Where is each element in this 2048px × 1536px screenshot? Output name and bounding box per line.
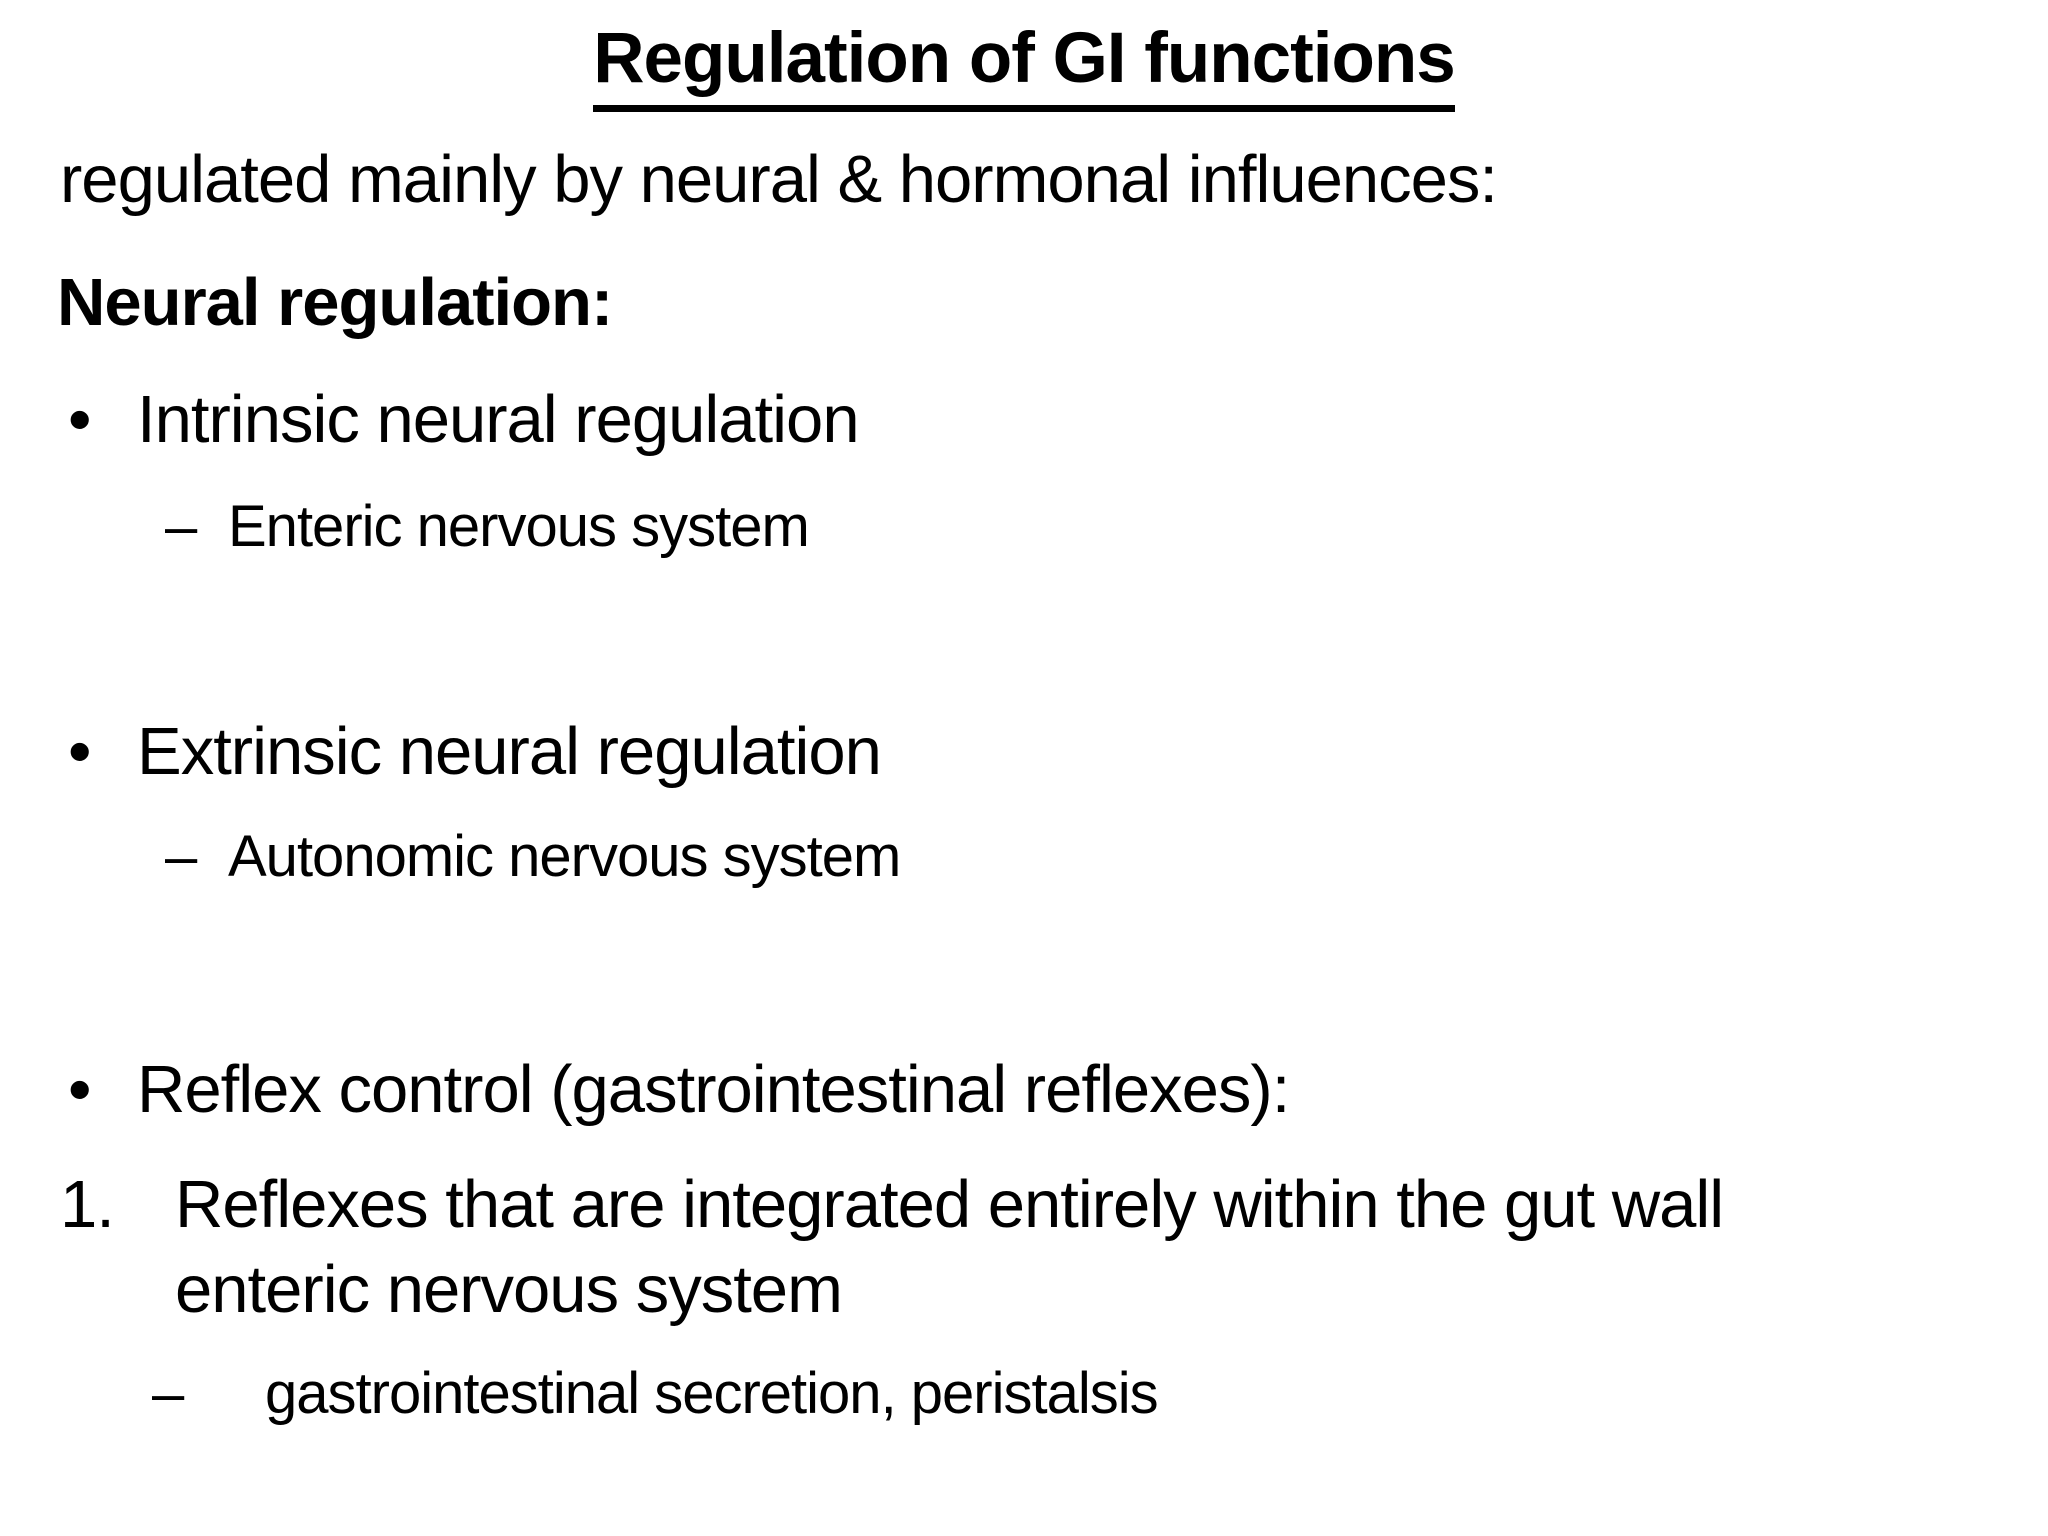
sub-item-label: gastrointestinal secretion, peristalsis [265, 1361, 1159, 1426]
page-title: Regulation of GI functions [593, 16, 1456, 113]
bullet-item-label: Intrinsic neural regulation [137, 382, 860, 457]
dash-icon: – [152, 1361, 184, 1426]
sub-item-label: Autonomic nervous system [228, 824, 901, 889]
bullet-item-label: Extrinsic neural regulation [137, 714, 882, 789]
intro-line: regulated mainly by neural & hormonal in… [60, 142, 1498, 217]
bullet-icon: • [68, 714, 91, 789]
title-row: Regulation of GI functions [0, 16, 2048, 113]
bullet-item-label: Reflex control (gastrointestinal reflexe… [137, 1052, 1290, 1127]
dash-icon: – [165, 824, 197, 889]
dash-icon: – [165, 494, 197, 559]
sub-item-label: Enteric nervous system [228, 494, 810, 559]
bullet-icon: • [68, 1052, 91, 1127]
number-label: 1. [60, 1167, 115, 1242]
bullet-icon: • [68, 382, 91, 457]
numbered-item-label-line2: enteric nervous system [175, 1252, 843, 1327]
section-heading: Neural regulation: [57, 265, 613, 340]
numbered-item-label-line1: Reflexes that are integrated entirely wi… [175, 1167, 1724, 1242]
